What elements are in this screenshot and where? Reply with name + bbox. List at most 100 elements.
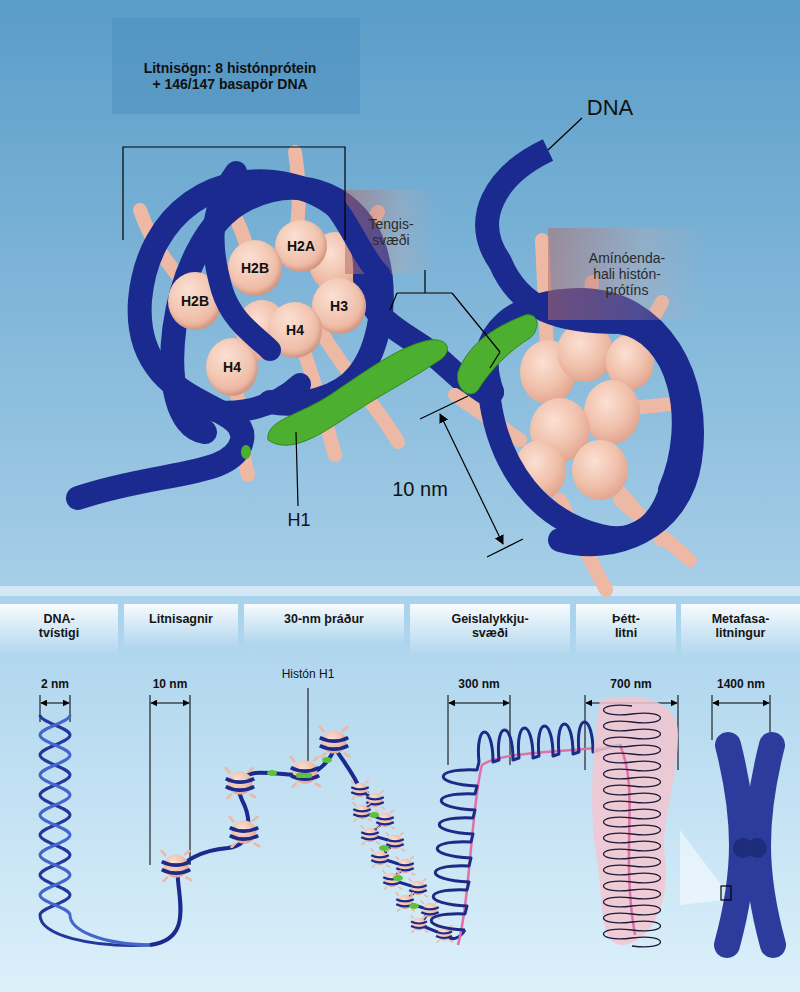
zoom-box — [721, 886, 731, 900]
histone-protein: H2B — [228, 240, 282, 296]
histone-h1-mark — [369, 812, 379, 818]
nucleosome-bead — [366, 791, 384, 810]
dimension-label: 700 nm — [591, 677, 671, 691]
histone-h1 — [241, 445, 251, 459]
dimension-arrow — [41, 703, 69, 704]
dna-wrap-front — [325, 195, 380, 275]
histone-h1-marks — [267, 757, 419, 909]
callout-box: Tengis- svæði — [345, 190, 437, 274]
node-text: Tengis- svæði — [361, 216, 421, 248]
dna-strand — [78, 181, 492, 498]
node-text: Amínóenda- hali histón- prótíns — [577, 250, 677, 298]
nucleosome-bracket — [123, 147, 345, 240]
dimension-arrow — [151, 703, 189, 704]
nucleosome-bead — [226, 768, 255, 798]
node-text: Geislalykkju- svæði — [440, 612, 540, 640]
stage-header: 30-nm þráður — [244, 604, 404, 644]
dimension-arrow — [713, 703, 769, 704]
condensed-region — [592, 696, 678, 945]
dimension-tick — [420, 396, 468, 419]
dna-helix-strand — [40, 715, 150, 945]
stage-header: Þétt- litni — [576, 604, 676, 656]
dimension-line — [150, 695, 190, 865]
dna-front — [185, 172, 670, 537]
node-text: Litnisagnir — [149, 612, 213, 626]
dna-helix-strand — [40, 715, 150, 945]
dna-wrap-front — [214, 172, 270, 350]
bottom-panel — [0, 596, 800, 992]
dimension-label: 2 nm — [25, 677, 85, 691]
histone-name: H2B — [241, 260, 269, 276]
histone-h1-mark — [409, 903, 419, 909]
leader-lines — [123, 118, 582, 557]
dimension-label: 300 nm — [439, 677, 519, 691]
dna-wrap-front — [490, 400, 670, 537]
zoom-cone — [680, 830, 722, 905]
heading-label: Litnisögn: 8 histónprótein + 146/147 bas… — [140, 60, 320, 92]
nucleosome-bead — [411, 916, 428, 933]
histone-core — [514, 440, 566, 500]
dna-wrap-front — [185, 384, 300, 412]
node-text: Þétt- litni — [604, 612, 649, 640]
nucleosome-bead — [320, 727, 349, 757]
dna-strand-end — [487, 150, 548, 262]
nucleosome-bead — [361, 826, 379, 845]
nucleosome-bead — [230, 817, 259, 847]
part-label: Histón H1 — [263, 667, 353, 681]
histone-core — [572, 440, 628, 500]
histone-name: H2A — [287, 238, 315, 254]
nucleosome-bead — [291, 757, 320, 787]
histone-core — [584, 380, 640, 444]
condensed-loops — [604, 705, 661, 947]
histone-h1-mark — [296, 773, 312, 778]
histone-h1-mark — [322, 757, 332, 763]
histone-protein: H2A — [275, 220, 327, 272]
node-text: DNA- tvístigi — [24, 612, 94, 640]
leader-line — [296, 432, 298, 506]
heading-shade — [112, 18, 360, 114]
top-panel — [0, 0, 800, 586]
fiber-dna — [360, 790, 465, 939]
leader-line — [548, 118, 582, 150]
histone-h1-mark — [379, 845, 389, 851]
centromere — [747, 838, 767, 858]
histone-octamer — [514, 322, 654, 500]
stage-header: Metafasa- litningur — [681, 604, 800, 656]
dimension-label: 1400 nm — [701, 677, 781, 691]
histone-h1-mark — [267, 770, 277, 776]
dimension-label: 10 nm — [135, 677, 205, 691]
dimension-line — [40, 695, 70, 722]
callout-box: Amínóenda- hali histón- prótíns — [548, 228, 706, 320]
dimension-label: 10 nm — [378, 478, 462, 500]
stage-header: DNA- tvístigi — [0, 604, 118, 656]
stage-header: Geislalykkju- svæði — [410, 604, 570, 656]
nucleosome-bead — [162, 851, 191, 881]
linker-dna — [365, 278, 492, 392]
histone-protein: H4 — [268, 302, 322, 358]
dimension-line — [712, 695, 770, 740]
histone-h1-mark — [393, 875, 403, 881]
histone-name: H4 — [223, 359, 241, 375]
histone-name: H3 — [330, 298, 348, 314]
histone-name: H4 — [286, 322, 304, 338]
stage-header: Litnisagnir — [124, 604, 238, 648]
linker-bracket — [390, 270, 500, 368]
panel-divider — [0, 586, 800, 596]
nucleosome-beads — [162, 727, 453, 943]
leader-line — [308, 688, 309, 765]
histone-protein: H4 — [206, 338, 258, 396]
histone-name: H2B — [181, 293, 209, 309]
nucleosome-bead — [371, 849, 389, 868]
linker-dna — [150, 748, 360, 945]
dimension-arrow — [449, 703, 509, 704]
dimension-tick — [487, 539, 523, 557]
node-text: Metafasa- litningur — [701, 612, 781, 640]
dimension-arrow — [440, 414, 503, 544]
part-label: DNA — [570, 96, 650, 120]
histone-h1 — [458, 315, 537, 394]
histone-h1 — [268, 340, 448, 445]
part-label: H1 — [277, 510, 321, 530]
dna-strand — [487, 150, 692, 544]
histone-protein: H2B — [168, 272, 222, 330]
